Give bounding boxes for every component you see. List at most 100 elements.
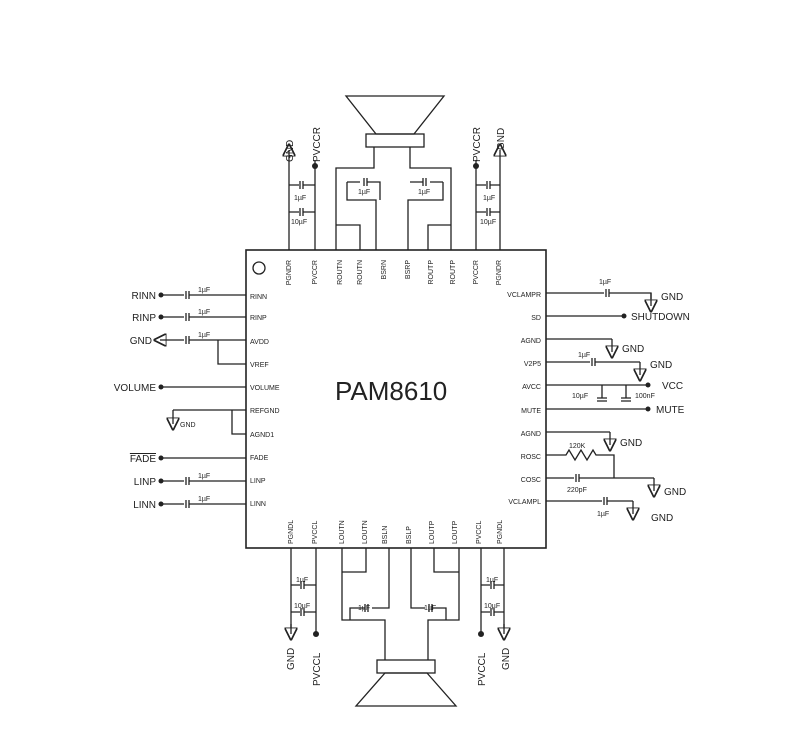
pin-bottom-6: BSLP bbox=[406, 526, 413, 544]
chip-name: PAM8610 bbox=[335, 376, 447, 406]
cap-avcc-100nf: 100nF bbox=[635, 393, 655, 400]
pin-top-9: PVCCR bbox=[473, 260, 480, 285]
cap-rinp: 1µF bbox=[198, 309, 210, 316]
label-top-gnd-right: GND bbox=[496, 128, 507, 150]
label-left-gnd-avdd: GND bbox=[130, 336, 152, 347]
cap-linn: 1µF bbox=[198, 496, 210, 503]
pin-bottom-7: LOUTP bbox=[429, 520, 436, 544]
pin-top-1: PGNDR bbox=[286, 260, 293, 285]
label-bottom-pvccl-right: PVCCL bbox=[477, 652, 488, 686]
label-right-gnd-agnd2: GND bbox=[620, 438, 642, 449]
pin-left-7: AGND1 bbox=[250, 432, 274, 439]
pin-top-10: PGNDR bbox=[496, 260, 503, 285]
pin-left-9: LINP bbox=[250, 478, 266, 485]
label-shutdown: SHUTDOWN bbox=[631, 312, 690, 323]
cap-vclampr: 1µF bbox=[599, 279, 611, 286]
label-right-gnd-vclampr: GND bbox=[661, 292, 683, 303]
label-top-pvccr-left: PVCCR bbox=[312, 127, 323, 162]
right-wiring bbox=[546, 289, 654, 514]
label-bottom-gnd-right: GND bbox=[501, 648, 512, 670]
label-left-gnd-refgnd: GND bbox=[180, 422, 196, 429]
label-bottom-pvccl-left: PVCCL bbox=[312, 652, 323, 686]
cap-bsl-right: 1µF bbox=[424, 605, 436, 612]
cap-bsr-left: 1µF bbox=[358, 189, 370, 196]
cap-v2p5: 1µF bbox=[578, 352, 590, 359]
pin-left-6: REFGND bbox=[250, 408, 280, 415]
pin-top-5: BSRN bbox=[381, 260, 388, 279]
pin-bottom-1: PGNDL bbox=[288, 520, 295, 544]
pin-top-4: ROUTN bbox=[357, 260, 364, 285]
pin-right-1: VCLAMPR bbox=[507, 292, 541, 299]
cap-bottom-right-1: 1µF bbox=[486, 577, 498, 584]
cap-top-left-1: 1µF bbox=[294, 195, 306, 202]
pin-bottom-8: LOUTP bbox=[452, 520, 459, 544]
pin-left-2: RINP bbox=[250, 315, 267, 322]
label-linp: LINP bbox=[134, 477, 157, 488]
top-right-supply bbox=[473, 150, 500, 250]
pin-right-4: V2P5 bbox=[524, 361, 541, 368]
cap-top-left-2: 10µF bbox=[291, 219, 307, 226]
cap-bottom-left-1: 1µF bbox=[296, 577, 308, 584]
pin1-marker bbox=[252, 261, 266, 275]
label-rinn: RINN bbox=[132, 291, 156, 302]
bottom-output-wiring bbox=[341, 548, 460, 660]
pin-right-10: VCLAMPL bbox=[508, 499, 541, 506]
ic-body bbox=[245, 249, 547, 549]
pin-top-6: BSRP bbox=[405, 260, 412, 279]
top-left-supply bbox=[289, 150, 318, 250]
label-fade: FADE bbox=[130, 454, 156, 465]
pin-bottom-2: PVCCL bbox=[312, 521, 319, 544]
label-top-gnd-left: GND bbox=[285, 140, 296, 162]
pin-bottom-3: LOUTN bbox=[339, 520, 346, 544]
cap-cosc: 220pF bbox=[567, 487, 587, 494]
pin-bottom-10: PGNDL bbox=[497, 520, 504, 544]
cap-vclampl: 1µF bbox=[597, 511, 609, 518]
cap-top-right-1: 1µF bbox=[483, 195, 495, 202]
pin-right-6: MUTE bbox=[521, 408, 541, 415]
top-speaker bbox=[344, 95, 446, 148]
cap-bsl-left: 1µF bbox=[358, 605, 370, 612]
cap-bottom-right-2: 10µF bbox=[484, 603, 500, 610]
pin-right-3: AGND bbox=[521, 338, 541, 345]
pin-top-7: ROUTP bbox=[428, 260, 435, 285]
cap-linp: 1µF bbox=[198, 473, 210, 480]
top-output-wiring bbox=[335, 147, 452, 250]
left-wiring bbox=[159, 291, 246, 508]
label-right-gnd-cosc: GND bbox=[664, 487, 686, 498]
label-linn: LINN bbox=[133, 500, 156, 511]
label-vcc: VCC bbox=[662, 381, 683, 392]
pin-top-2: PVCCR bbox=[312, 260, 319, 285]
pin-right-7: AGND bbox=[521, 431, 541, 438]
pin-bottom-5: BSLN bbox=[382, 526, 389, 544]
bottom-left-supply bbox=[291, 548, 319, 637]
pin-right-5: AVCC bbox=[522, 384, 541, 391]
bottom-speaker bbox=[354, 659, 458, 707]
label-mute: MUTE bbox=[656, 405, 685, 416]
cap-bottom-left-2: 10µF bbox=[294, 603, 310, 610]
pin-left-5: VOLUME bbox=[250, 385, 280, 392]
res-rosc: 120K bbox=[569, 443, 586, 450]
label-right-gnd-v2p5: GND bbox=[650, 360, 672, 371]
cap-rinn: 1µF bbox=[198, 287, 210, 294]
label-top-pvccr-right: PVCCR bbox=[472, 127, 483, 162]
pin-left-4: VREF bbox=[250, 362, 269, 369]
pin-right-8: ROSC bbox=[521, 454, 541, 461]
bottom-right-supply bbox=[478, 548, 504, 637]
pin-right-2: SD bbox=[531, 315, 541, 322]
pin-top-8: ROUTP bbox=[450, 260, 457, 285]
pin-bottom-4: LOUTN bbox=[362, 520, 369, 544]
pin-left-8: FADE bbox=[250, 455, 269, 462]
label-right-gnd-agnd: GND bbox=[622, 344, 644, 355]
label-rinp: RINP bbox=[132, 313, 156, 324]
pin-right-9: COSC bbox=[521, 477, 541, 484]
label-right-gnd-vclampl: GND bbox=[651, 513, 673, 524]
pin-left-10: LINN bbox=[250, 501, 266, 508]
pin-left-3: AVDD bbox=[250, 339, 269, 346]
pin-top-3: ROUTN bbox=[337, 260, 344, 285]
cap-bsr-right: 1µF bbox=[418, 189, 430, 196]
pin-bottom-9: PVCCL bbox=[476, 521, 483, 544]
cap-top-right-2: 10µF bbox=[480, 219, 496, 226]
pin-left-1: RINN bbox=[250, 294, 267, 301]
label-volume: VOLUME bbox=[114, 383, 157, 394]
